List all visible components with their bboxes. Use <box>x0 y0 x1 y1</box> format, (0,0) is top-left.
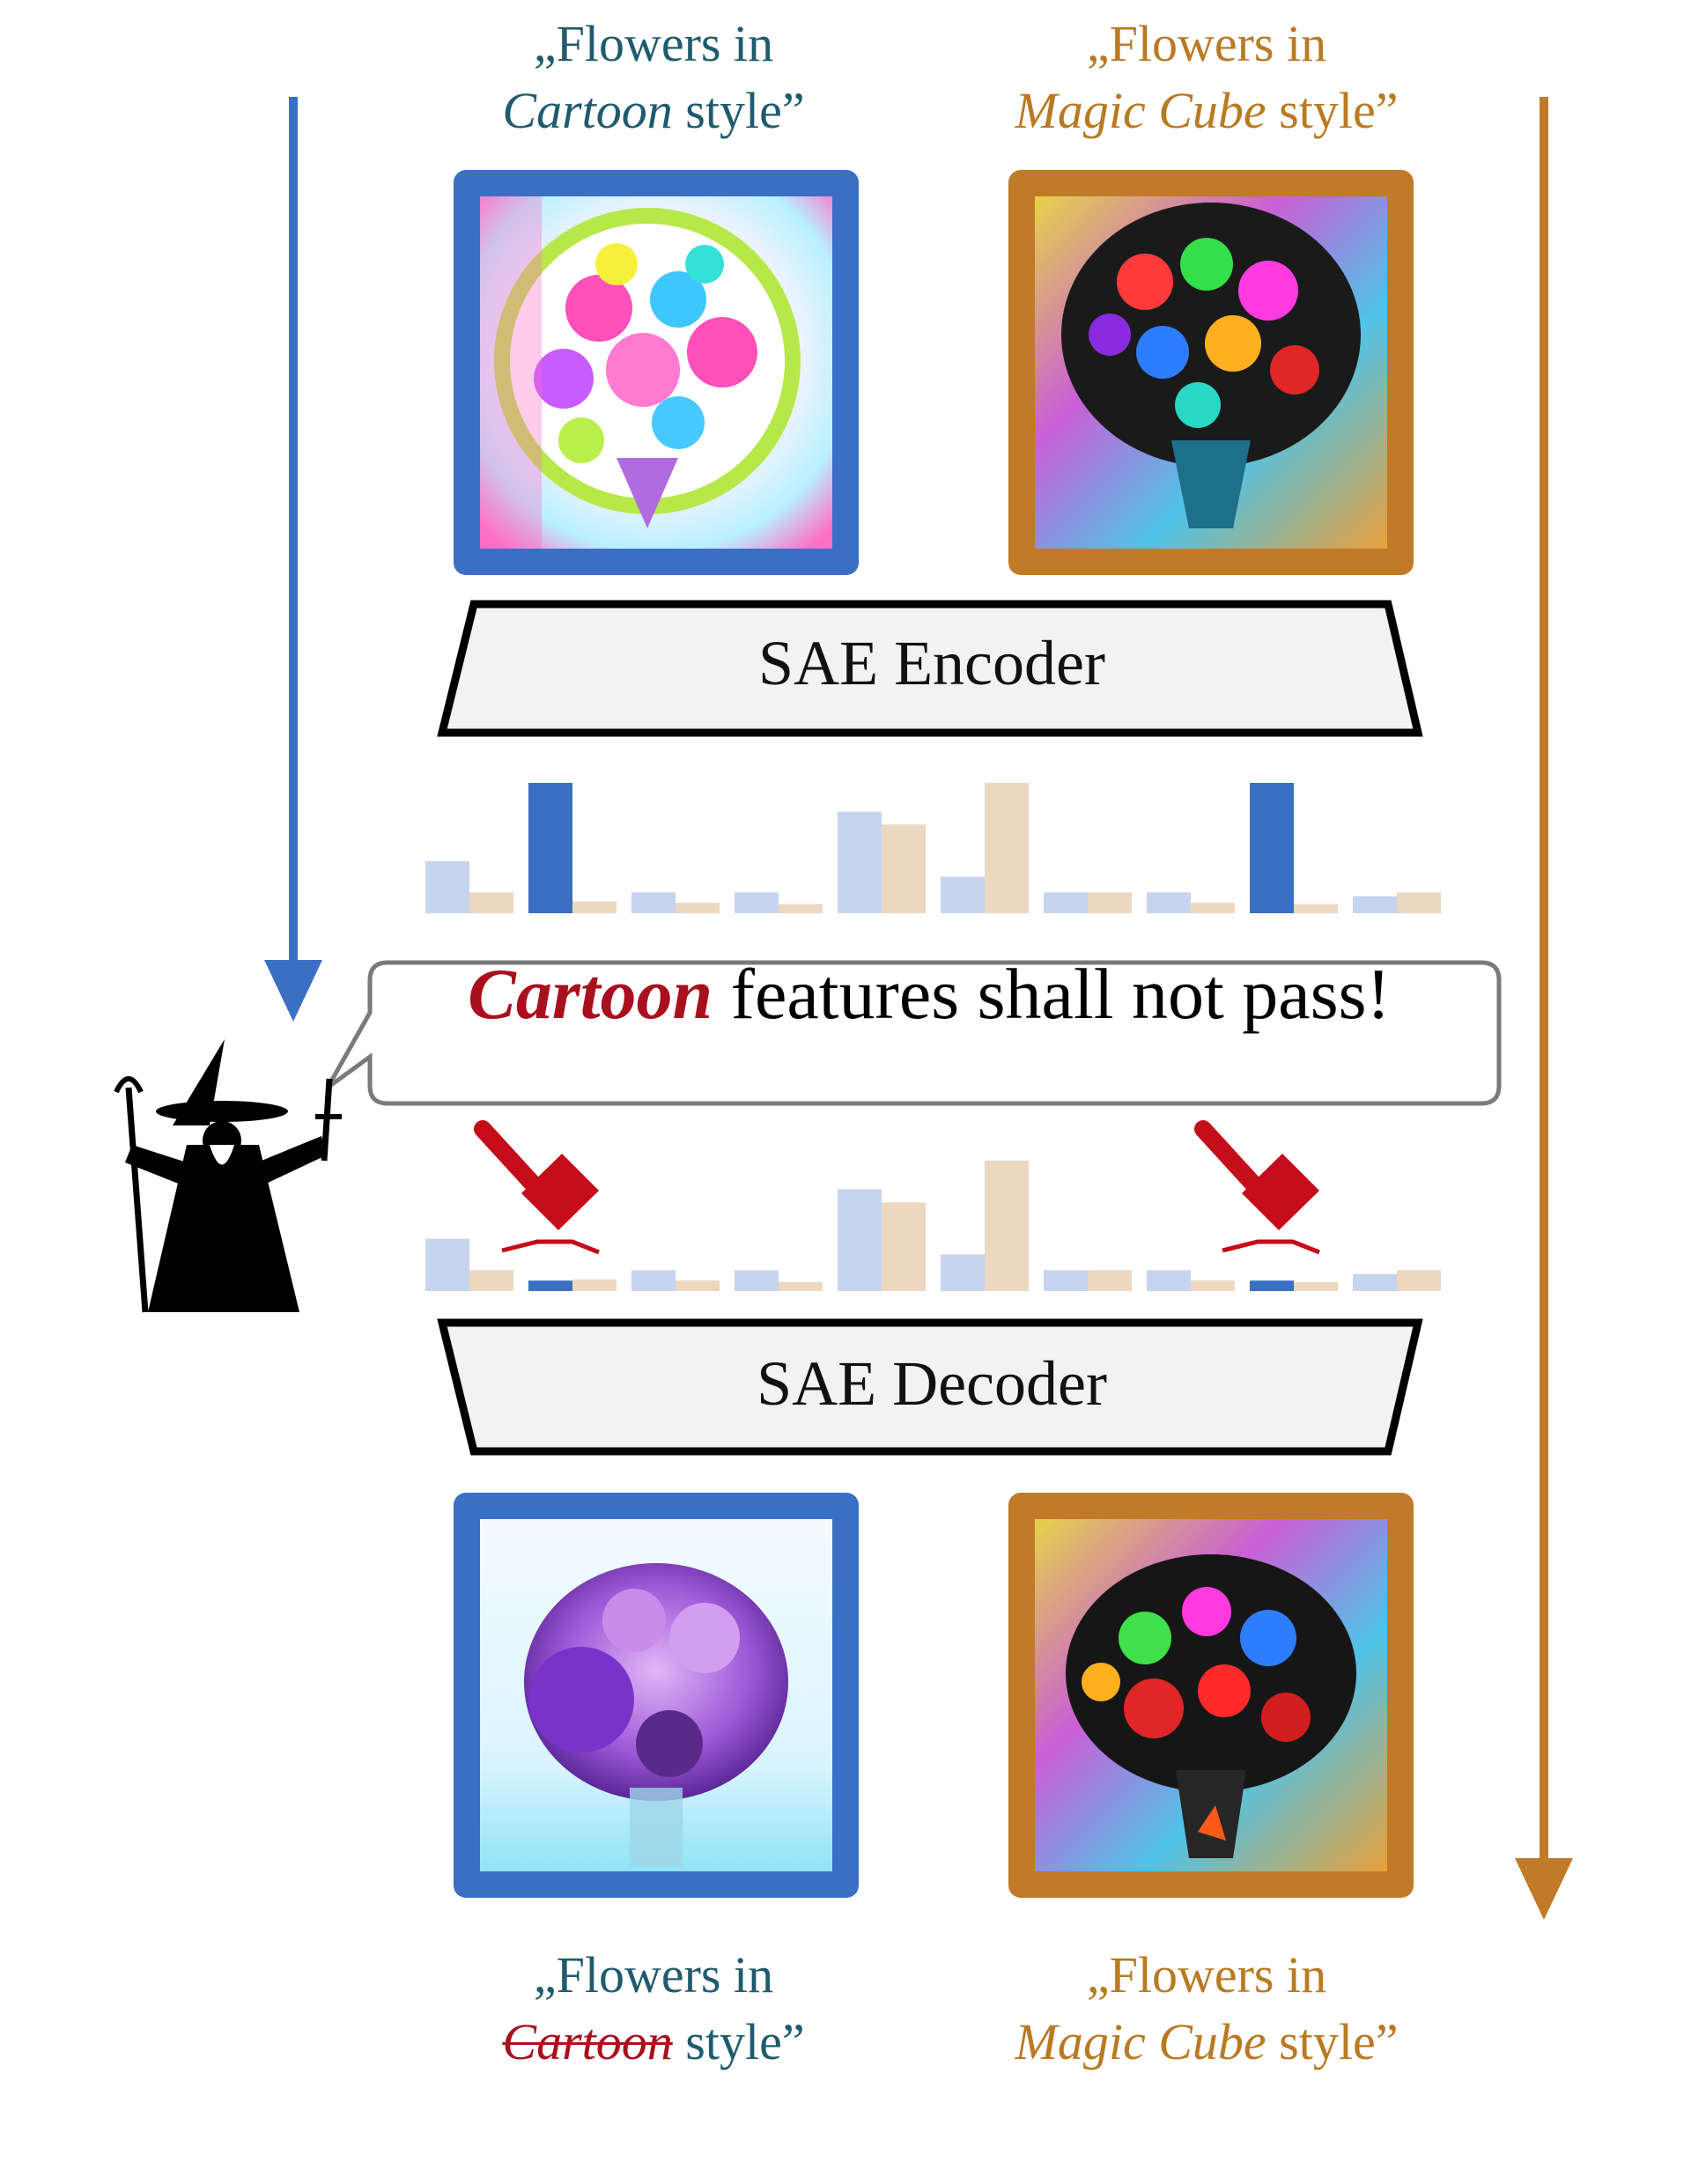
feature-bar-magic-cube <box>779 1281 823 1291</box>
style-word-magic-cube: Magic Cube <box>1015 82 1266 139</box>
feature-bar-magic-cube <box>1191 1280 1235 1291</box>
feature-bar-cartoon <box>631 1270 676 1291</box>
caption-top-right: „Flowers in Magic Cube style” <box>960 11 1453 144</box>
speech-highlight: Cartoon <box>468 954 713 1034</box>
caption-line-1: „Flowers in <box>533 1946 774 2003</box>
arrow-down-icon <box>1515 97 1573 1920</box>
feature-bar-cartoon <box>838 1189 882 1291</box>
feature-bar-cartoon <box>1147 1270 1191 1291</box>
feature-bar-cartoon <box>941 1254 985 1291</box>
feature-bar-magic-cube <box>882 824 926 913</box>
feature-bar-magic-cube <box>572 901 617 913</box>
caption-line-1: „Flowers in <box>533 15 774 72</box>
caption-bottom-right: „Flowers in Magic Cube style” <box>960 1942 1453 2076</box>
image-cartoon-flowers-top <box>454 170 859 575</box>
speech-bubble <box>325 960 1502 1106</box>
feature-bar-cartoon <box>1353 896 1397 913</box>
feature-bar-magic-cube <box>985 783 1029 913</box>
caption-suffix: style” <box>672 2013 805 2070</box>
feature-bar-cartoon <box>941 876 985 913</box>
feature-activations-top <box>425 783 1441 913</box>
feature-bar-cartoon <box>735 892 779 913</box>
style-word-cartoon: Cartoon <box>502 82 673 139</box>
sae-decoder-block <box>437 1318 1423 1456</box>
feature-bar-magic-cube <box>1397 1270 1441 1291</box>
feature-bar-cartoon <box>1250 783 1294 913</box>
feature-bar-cartoon <box>735 1270 779 1291</box>
feature-bar-magic-cube <box>882 1202 926 1291</box>
feature-bar-cartoon <box>1044 892 1088 913</box>
decoder-label: SAE Decoder <box>757 1348 1107 1419</box>
feature-bar-magic-cube <box>779 904 823 913</box>
hammer-icon <box>474 1120 600 1255</box>
feature-bar-cartoon <box>631 892 676 913</box>
image-magic-cube-flowers-top <box>1008 170 1414 575</box>
hammer-icon <box>1194 1120 1320 1255</box>
feature-bar-magic-cube <box>572 1279 617 1291</box>
feature-bar-magic-cube <box>1088 1270 1132 1291</box>
feature-activations-bottom <box>425 1161 1441 1291</box>
feature-bar-magic-cube <box>469 892 513 913</box>
caption-bottom-left: „Flowers in Cartoon style” <box>407 1942 900 2076</box>
feature-bar-cartoon <box>1353 1273 1397 1291</box>
feature-bar-magic-cube <box>469 1270 513 1291</box>
speech-rest: features shall not pass! <box>713 954 1391 1034</box>
arrow-down-icon <box>264 97 322 1022</box>
style-word-cartoon-struck: Cartoon <box>502 2013 673 2070</box>
encoder-label: SAE Encoder <box>758 628 1105 698</box>
feature-bar-magic-cube <box>1397 892 1441 913</box>
feature-bar-cartoon <box>1147 892 1191 913</box>
feature-bar-cartoon <box>838 811 882 913</box>
feature-bar-cartoon <box>528 783 572 913</box>
caption-suffix: style” <box>672 82 805 139</box>
feature-bar-cartoon <box>425 860 469 913</box>
image-cartoon-removed-flowers-bottom <box>454 1493 859 1898</box>
feature-bar-cartoon <box>425 1238 469 1291</box>
caption-suffix: style” <box>1266 2013 1399 2070</box>
sae-encoder-block <box>437 600 1423 737</box>
feature-bar-cartoon <box>1250 1280 1294 1291</box>
feature-bar-magic-cube <box>1191 903 1235 913</box>
caption-line-1: „Flowers in <box>1086 1946 1327 2003</box>
wizard-icon <box>114 1039 342 1313</box>
caption-suffix: style” <box>1266 82 1399 139</box>
feature-bar-magic-cube <box>985 1161 1029 1291</box>
feature-bar-magic-cube <box>676 903 720 913</box>
feature-bar-magic-cube <box>1294 904 1338 913</box>
speech-text: Cartoon features shall not pass! <box>370 953 1488 1036</box>
feature-bar-cartoon <box>1044 1270 1088 1291</box>
image-magic-cube-flowers-bottom <box>1008 1493 1414 1898</box>
style-word-magic-cube: Magic Cube <box>1015 2013 1266 2070</box>
feature-bar-magic-cube <box>676 1280 720 1291</box>
feature-bar-magic-cube <box>1294 1281 1338 1291</box>
caption-line-1: „Flowers in <box>1086 15 1327 72</box>
caption-top-left: „Flowers in Cartoon style” <box>407 11 900 144</box>
feature-bar-magic-cube <box>1088 892 1132 913</box>
feature-bar-cartoon <box>528 1280 572 1291</box>
